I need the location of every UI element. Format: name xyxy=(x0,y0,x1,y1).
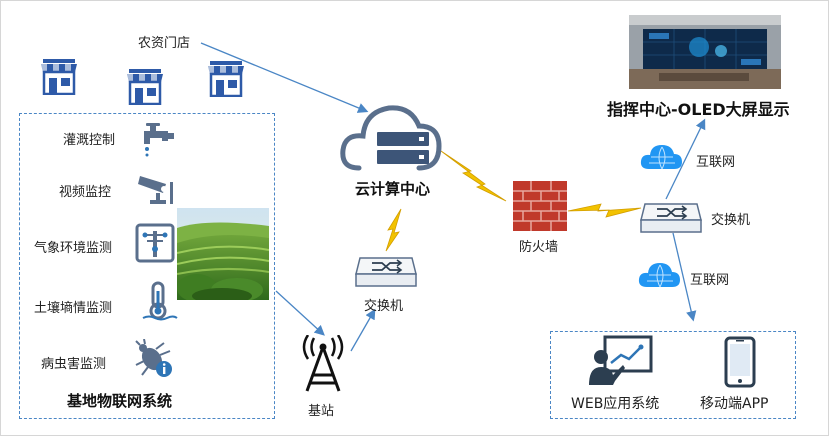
bug-icon xyxy=(135,339,172,377)
mobile-phone-icon xyxy=(724,336,756,388)
sensor-label-pest: 病虫害监测 xyxy=(41,357,107,372)
firewall-label: 防火墙 xyxy=(519,240,559,255)
cloud-server-icon xyxy=(340,105,442,171)
weather-station-icon xyxy=(135,223,175,263)
switch-center-icon xyxy=(355,257,417,287)
firewall-icon xyxy=(513,181,567,231)
switch-to-apps-arrow xyxy=(672,232,697,322)
cloud-label: 云计算中心 xyxy=(355,180,431,198)
web-presentation-icon xyxy=(589,335,653,385)
lightning-switch-cloud xyxy=(385,208,402,252)
store-icon xyxy=(127,69,163,105)
iot-to-base-arrow xyxy=(275,290,325,336)
switch-right-label: 交换机 xyxy=(711,213,751,228)
store-label: 农资门店 xyxy=(138,36,191,51)
store-icon xyxy=(208,61,244,97)
switch-right-icon xyxy=(640,203,702,233)
apps-box xyxy=(550,331,796,419)
web-system-label: WEB应用系统 xyxy=(571,396,660,412)
command-center-photo xyxy=(629,15,781,89)
lightning-firewall-switch xyxy=(567,203,642,218)
base-station-label: 基站 xyxy=(308,404,335,419)
sensor-label-video: 视频监控 xyxy=(59,185,112,200)
thermometer-icon xyxy=(142,281,178,321)
sensor-label-irrigation: 灌溉控制 xyxy=(63,133,116,148)
internet-top-label: 互联网 xyxy=(696,155,736,170)
base-station-icon xyxy=(302,335,344,392)
base-to-switch-arrow xyxy=(350,308,376,352)
internet-bottom-label: 互联网 xyxy=(690,273,730,288)
command-center-label: 指挥中心-OLED大屏显示 xyxy=(607,100,790,119)
iot-system-box xyxy=(19,113,275,419)
switch-center-label: 交换机 xyxy=(364,299,404,314)
lightning-cloud-firewall xyxy=(440,150,507,202)
iot-system-title: 基地物联网系统 xyxy=(67,392,173,410)
internet-cloud-icon xyxy=(640,145,682,170)
store-to-cloud-arrow xyxy=(200,42,369,113)
cctv-camera-icon xyxy=(138,176,173,204)
sensor-label-weather: 气象环境监测 xyxy=(34,241,113,256)
store-icon xyxy=(41,59,77,95)
sensor-label-soil: 土壤墒情监测 xyxy=(34,301,113,316)
mobile-app-label: 移动端APP xyxy=(700,396,769,412)
faucet-icon xyxy=(144,123,174,157)
tea-plantation-photo xyxy=(177,208,269,300)
switch-to-command-arrow xyxy=(665,118,706,200)
internet-cloud-icon xyxy=(638,263,680,288)
